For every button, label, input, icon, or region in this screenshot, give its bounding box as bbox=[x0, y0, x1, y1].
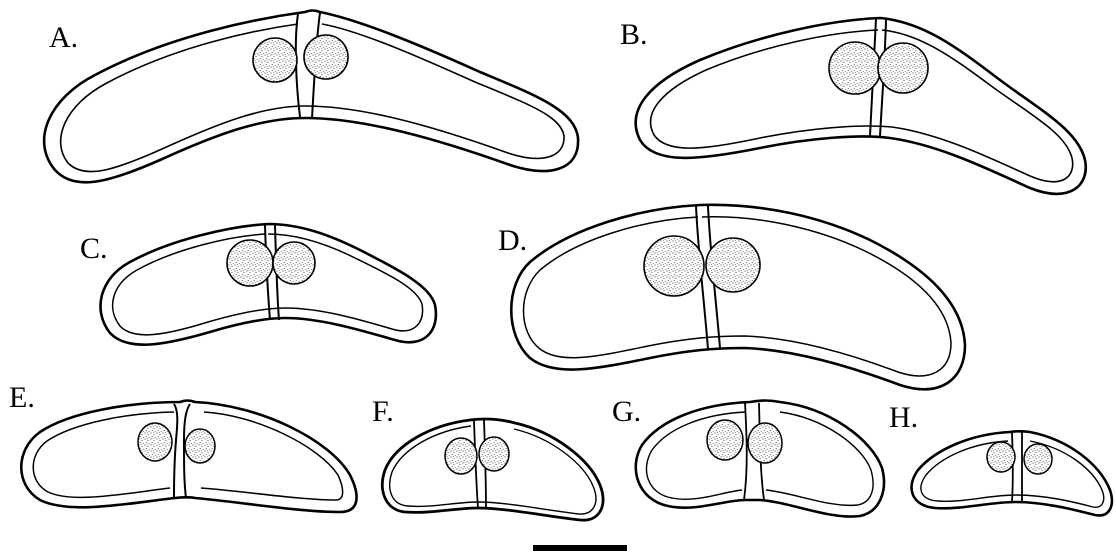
panel-label-c: C. bbox=[80, 234, 108, 264]
spore-a-nucleus-left bbox=[253, 38, 297, 82]
spore-b-nucleus-left bbox=[829, 42, 881, 94]
spore-d-outer-wall bbox=[511, 205, 965, 389]
spore-f-nucleus-right bbox=[479, 437, 509, 471]
spore-g-nucleus-left bbox=[707, 420, 743, 460]
panel-label-h: H. bbox=[889, 403, 918, 433]
spore-d-nucleus-left bbox=[644, 236, 704, 296]
spore-d bbox=[511, 205, 965, 389]
panel-label-e: E. bbox=[9, 383, 35, 413]
spore-g bbox=[636, 401, 884, 517]
spore-h-nucleus-left bbox=[987, 442, 1015, 472]
panel-label-b: B. bbox=[620, 20, 648, 50]
spore-e-nucleus-left bbox=[138, 423, 172, 461]
scale-bar bbox=[533, 545, 627, 551]
spore-a bbox=[44, 11, 578, 183]
spore-f-nucleus-left bbox=[445, 438, 477, 474]
panel-label-f: F. bbox=[372, 397, 394, 427]
spore-f bbox=[382, 419, 603, 520]
spore-c bbox=[100, 224, 435, 345]
spore-a-outer-wall bbox=[44, 11, 578, 183]
spore-h bbox=[912, 431, 1112, 515]
spore-a-nucleus-right bbox=[304, 35, 348, 79]
panel-label-d: D. bbox=[498, 226, 527, 256]
spore-h-nucleus-right bbox=[1024, 444, 1052, 474]
panel-label-g: G. bbox=[612, 397, 641, 427]
spore-b-nucleus-right bbox=[878, 43, 928, 93]
spore-d-nucleus-right bbox=[706, 238, 760, 292]
spore-g-nucleus-right bbox=[748, 423, 782, 463]
spore-e-nucleus-right bbox=[185, 429, 215, 463]
spore-c-nucleus-left bbox=[227, 240, 273, 286]
panel-label-a: A. bbox=[49, 23, 78, 53]
spore-b bbox=[636, 18, 1086, 194]
spore-e bbox=[21, 401, 356, 513]
spore-c-nucleus-right bbox=[273, 242, 315, 284]
